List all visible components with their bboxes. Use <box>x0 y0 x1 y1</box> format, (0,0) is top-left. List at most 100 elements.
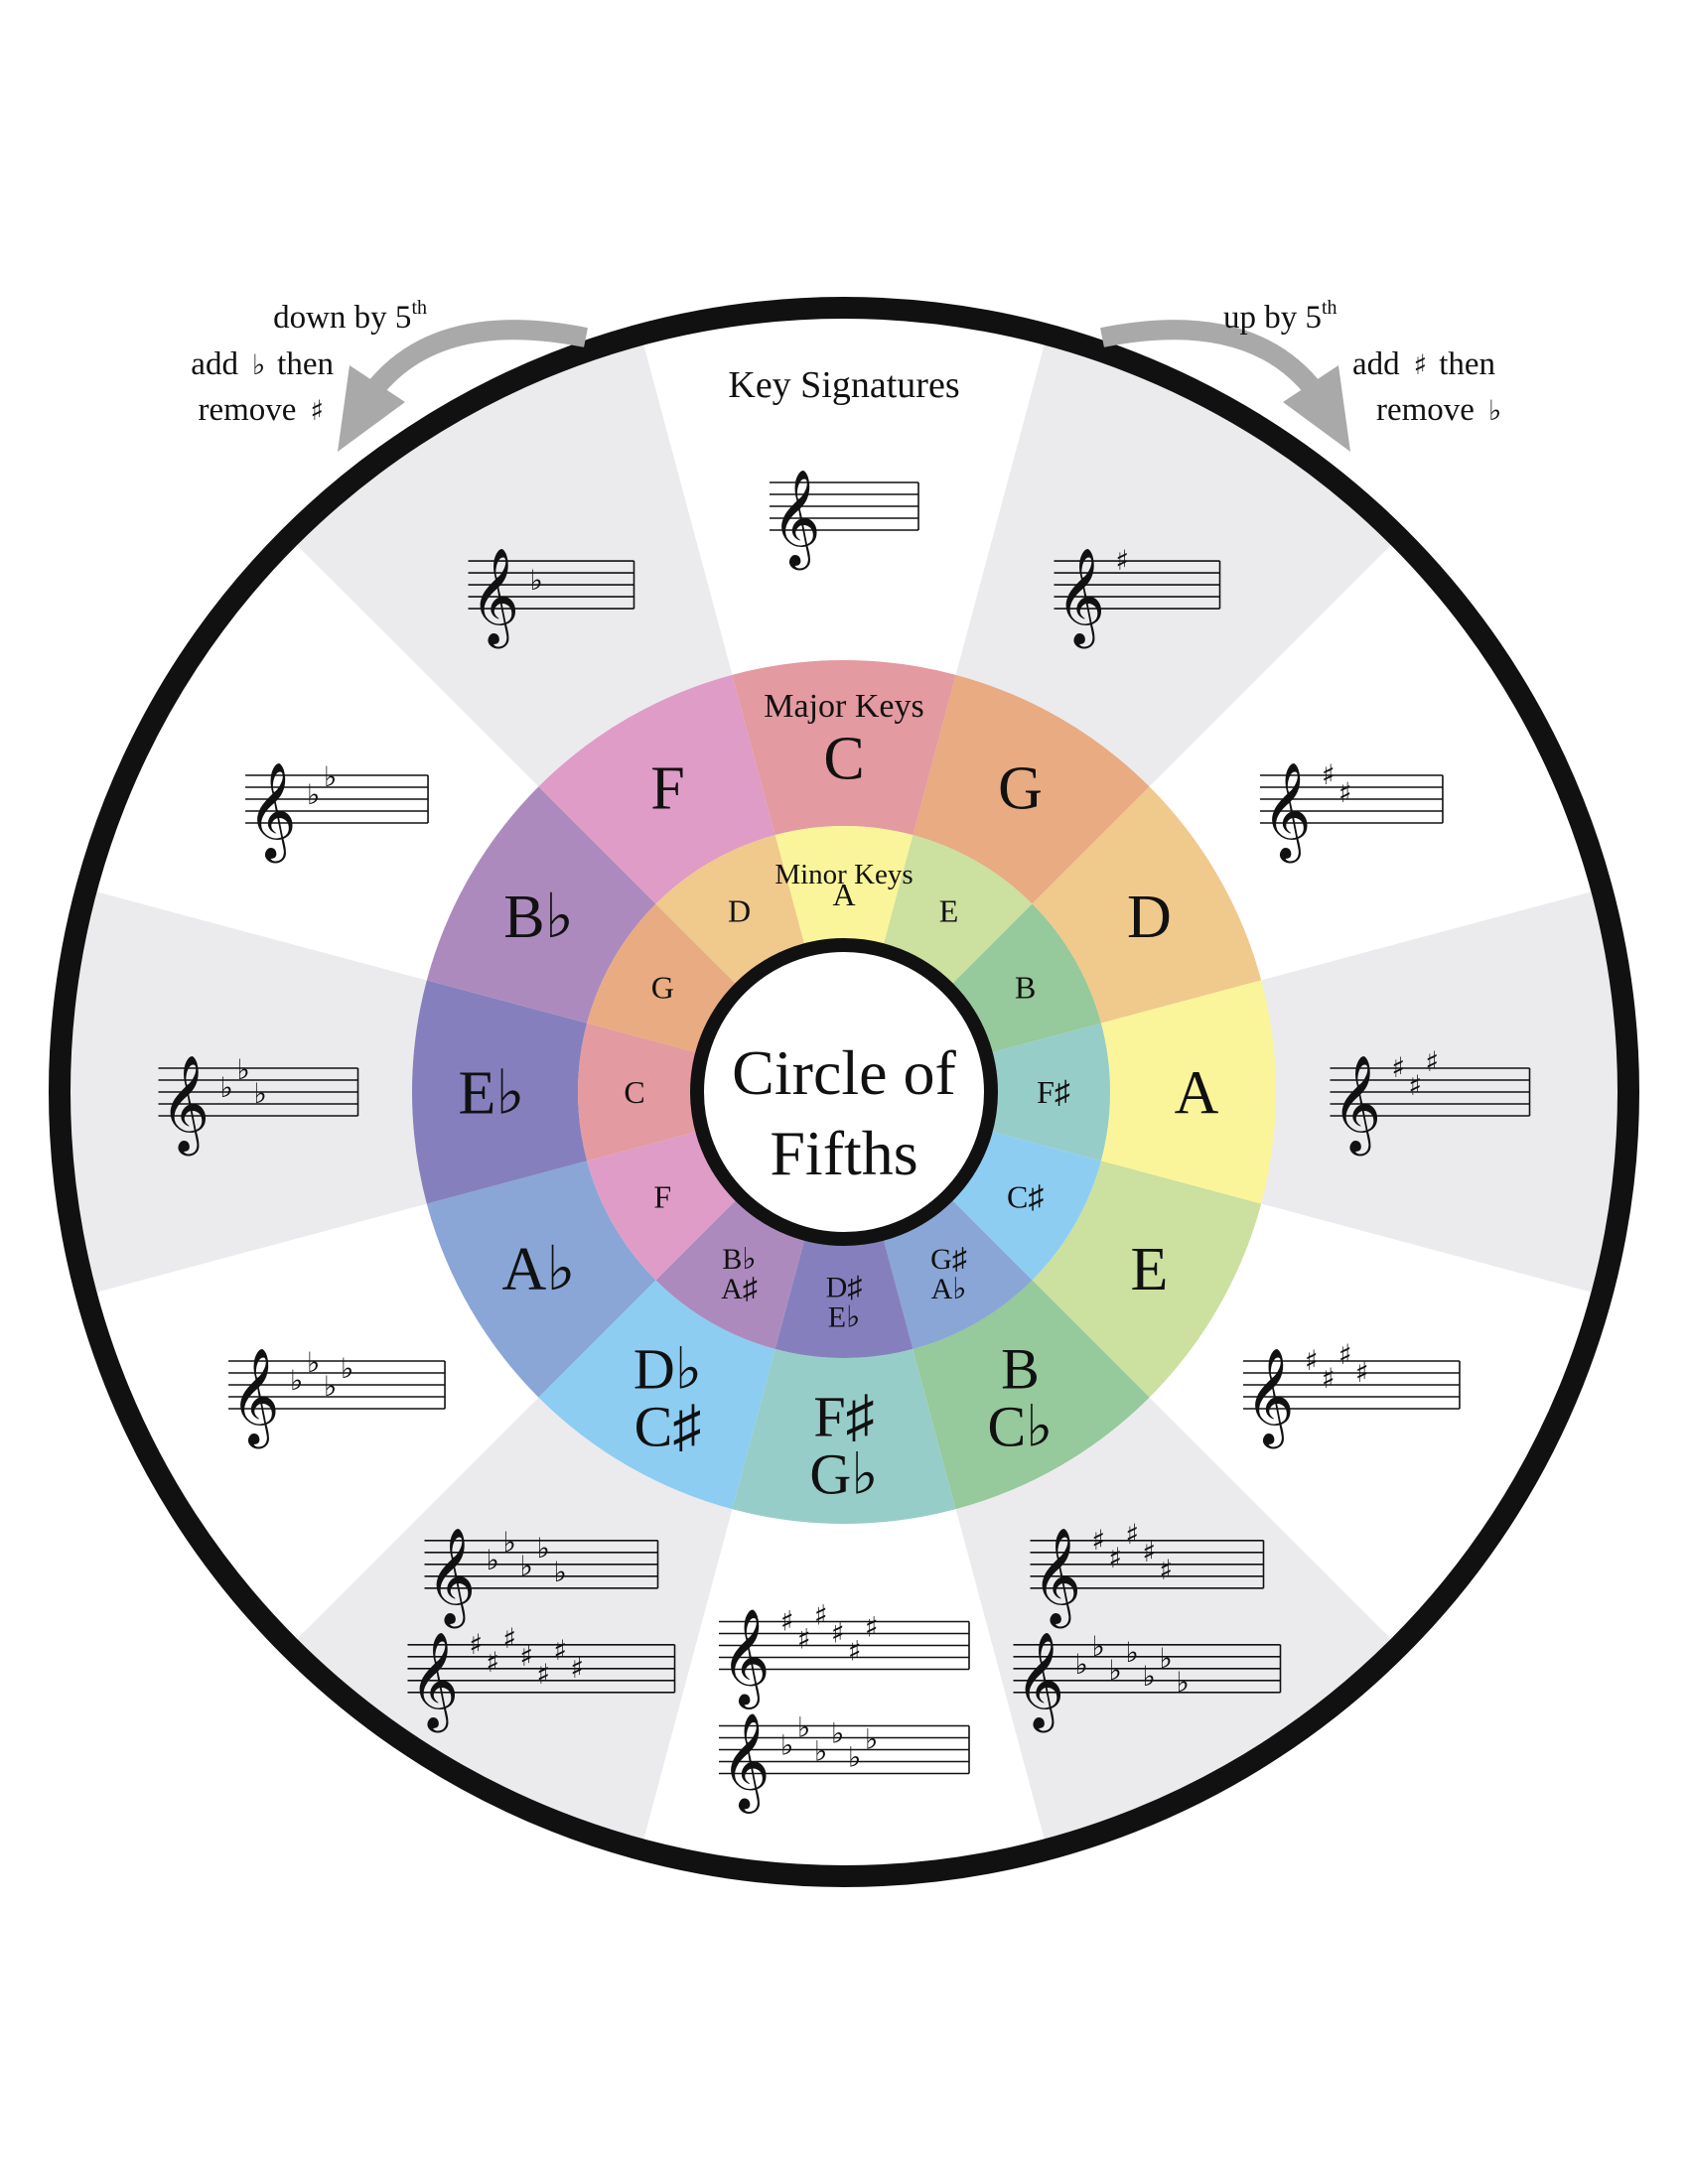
major-key-sector <box>538 1280 775 1510</box>
treble-clef-icon: 𝄞 <box>1245 1347 1295 1448</box>
minor-key-label: A <box>832 877 855 912</box>
treble-clef-icon: 𝄞 <box>1033 1527 1082 1628</box>
key-signature-staff: 𝄞♭ <box>468 547 635 648</box>
major-key-label: B♭ <box>503 884 574 951</box>
treble-clef-icon: 𝄞 <box>1333 1054 1382 1156</box>
sharp-icon: ♯ <box>571 1652 585 1685</box>
key-signature-staff: 𝄞♯♯♯♯♯♯♯ <box>407 1622 676 1732</box>
major-key-label: F <box>650 754 684 822</box>
svg-text:remove♯: remove♯ <box>198 392 324 428</box>
major-key-label: G♭ <box>809 1441 878 1506</box>
flat-icon: ♭ <box>814 1735 827 1768</box>
sharp-symbol: ♯ <box>1414 348 1428 381</box>
sharp-icon: ♯ <box>1338 776 1352 809</box>
sharp-icon: ♯ <box>1426 1045 1440 1078</box>
minor-key-sector <box>655 835 806 989</box>
sharp-icon: ♯ <box>797 1623 811 1656</box>
flat-icon: ♭ <box>254 1077 267 1110</box>
major-key-label: D♭ <box>633 1337 702 1402</box>
treble-clef-icon: 𝄞 <box>1016 1631 1065 1732</box>
minor-key-label: E <box>939 892 959 928</box>
major-key-label: F♯ <box>813 1384 874 1448</box>
sharp-icon: ♯ <box>537 1658 551 1691</box>
annotation-left-add: add <box>191 346 238 382</box>
svg-text:add♯then: add♯then <box>1352 346 1495 382</box>
annotation-left-line1: down by 5 <box>273 300 411 336</box>
flat-icon: ♭ <box>1075 1648 1088 1681</box>
flat-icon: ♭ <box>520 1550 533 1582</box>
flat-icon: ♭ <box>537 1532 550 1565</box>
sharp-icon: ♯ <box>554 1634 568 1667</box>
flat-icon: ♭ <box>220 1071 233 1104</box>
major-key-sector <box>913 1280 1150 1510</box>
sharp-icon: ♯ <box>1392 1051 1406 1084</box>
minor-key-sector <box>578 1023 703 1161</box>
major-key-sector <box>1100 980 1277 1204</box>
treble-clef-icon: 𝄞 <box>471 547 520 648</box>
major-key-label: A♭ <box>502 1236 576 1303</box>
minor-key-label: F♯ <box>1037 1074 1070 1110</box>
annotation-right-add: add <box>1352 346 1400 382</box>
treble-clef-icon: 𝄞 <box>161 1054 211 1156</box>
flat-icon: ♭ <box>554 1556 567 1588</box>
sharp-icon: ♯ <box>1305 1344 1319 1377</box>
flat-icon: ♭ <box>1160 1642 1173 1675</box>
key-signature-staff: 𝄞♯ <box>1054 544 1221 648</box>
key-signature-staff: 𝄞♭♭♭ <box>158 1053 359 1156</box>
flat-icon: ♭ <box>290 1364 303 1397</box>
flat-icon: ♭ <box>1143 1660 1156 1693</box>
major-key-sector <box>1032 786 1262 1024</box>
treble-clef-icon: 𝄞 <box>427 1527 477 1628</box>
flat-icon: ♭ <box>848 1741 861 1774</box>
outer-ring-border <box>49 297 1639 1887</box>
flat-icon: ♭ <box>780 1729 793 1762</box>
sharp-icon: ♯ <box>1322 1362 1336 1395</box>
flat-icon: ♭ <box>530 564 543 597</box>
sharp-icon: ♯ <box>1109 1542 1123 1574</box>
treble-clef-icon: 𝄞 <box>721 1712 771 1814</box>
minor-key-label: A♭ <box>931 1273 967 1305</box>
minor-key-label: B <box>1015 970 1036 1006</box>
treble-clef-icon: 𝄞 <box>1262 761 1312 863</box>
sharp-icon: ♯ <box>1126 1518 1140 1551</box>
minor-key-sector <box>882 1195 1033 1349</box>
treble-clef-icon: 𝄞 <box>230 1347 280 1448</box>
major-key-sector <box>732 659 956 836</box>
major-keys-label: Major Keys <box>764 688 923 725</box>
flat-icon: ♭ <box>1126 1636 1139 1669</box>
sharp-icon: ♯ <box>814 1599 828 1632</box>
annotation-left-then: then <box>277 346 334 382</box>
flat-symbol: ♭ <box>1488 394 1501 427</box>
minor-key-label: D♯ <box>826 1272 863 1304</box>
down-by-fifth-annotation: down by 5th add♭then remove♯ <box>191 297 427 428</box>
key-signature-staff: 𝄞♭♭♭♭♭♭ <box>719 1711 970 1814</box>
svg-text:add♭then: add♭then <box>191 346 334 382</box>
annotation-right-remove: remove <box>1376 392 1475 428</box>
counterclockwise-arrow <box>338 320 588 452</box>
minor-key-label: F <box>653 1179 671 1215</box>
treble-clef-icon: 𝄞 <box>1056 547 1106 648</box>
sharp-symbol: ♯ <box>310 394 324 427</box>
key-signature-staff: 𝄞♯♯♯♯ <box>1242 1338 1461 1448</box>
key-signature-staff: 𝄞♭♭♭♭ <box>228 1346 446 1448</box>
minor-key-label: B♭ <box>722 1243 756 1276</box>
sharp-icon: ♯ <box>1092 1524 1106 1557</box>
sharp-icon: ♯ <box>503 1622 517 1655</box>
treble-clef-icon: 𝄞 <box>772 469 821 570</box>
major-key-label: D <box>1127 884 1172 951</box>
major-keys-ring <box>411 659 1277 1524</box>
sharp-icon: ♯ <box>1322 758 1336 791</box>
svg-text:down by 5th: down by 5th <box>273 297 427 336</box>
minor-key-label: A♯ <box>721 1273 758 1305</box>
minor-key-sector <box>882 835 1033 989</box>
treble-clef-icon: 𝄞 <box>721 1608 771 1709</box>
svg-text:remove♭: remove ♭ <box>1376 392 1501 428</box>
minor-key-label: G <box>651 970 674 1006</box>
key-signature-staff: 𝄞♯♯♯♯♯ <box>1030 1518 1265 1628</box>
major-key-label: B <box>1001 1337 1040 1402</box>
key-signature-staff: 𝄞♭♭♭♭♭ <box>424 1526 659 1628</box>
major-key-sector <box>913 674 1150 904</box>
minor-key-sector <box>947 1130 1101 1281</box>
